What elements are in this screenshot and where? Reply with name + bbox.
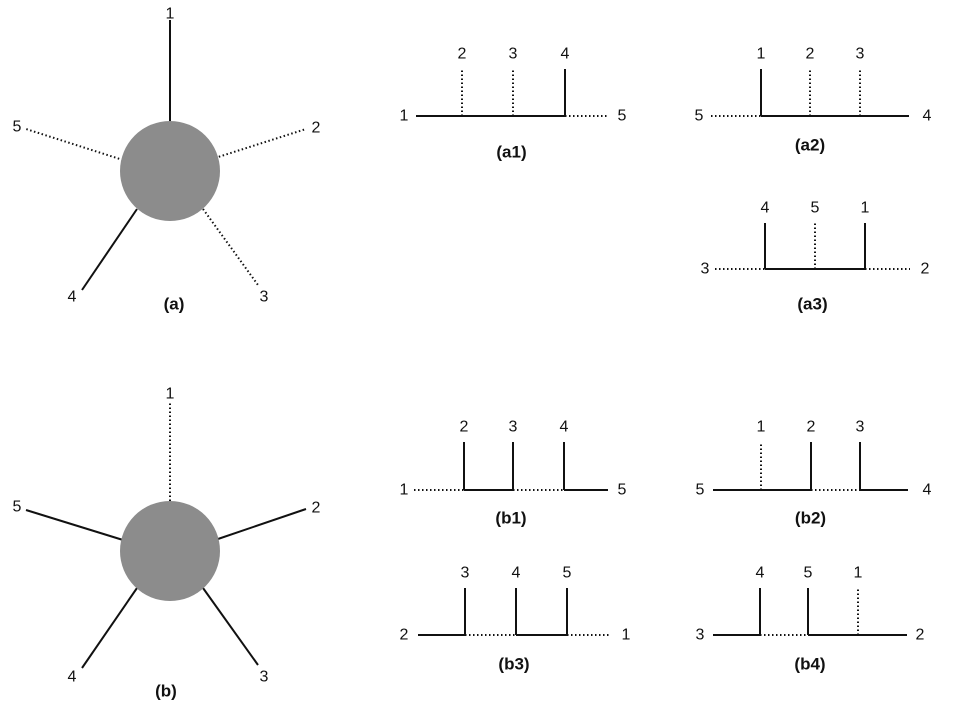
caption-b3: (b3) [498, 655, 529, 674]
caption-b1: (b1) [495, 509, 526, 528]
leg-label-2: 2 [460, 419, 469, 436]
tree-diagram-b1: 2 3 4 1 5 (b1) [400, 419, 627, 528]
external-leg-5 [25, 128, 124, 161]
leg-label-3: 3 [509, 46, 518, 63]
leg-label-1: 1 [861, 200, 870, 217]
leg-label-2: 2 [807, 419, 816, 436]
leg-label-4: 4 [761, 200, 770, 217]
leg-label-4: 4 [923, 108, 932, 125]
amplitude-blob [120, 121, 220, 221]
caption-a: (a) [164, 295, 185, 314]
blob-b-diagram: 1 2 3 4 5 (b) [13, 386, 321, 701]
tree-diagram-b3: 3 4 5 2 1 (b3) [400, 565, 631, 674]
leg-label-4: 4 [923, 482, 932, 499]
leg-label-3: 3 [856, 46, 865, 63]
leg-label-4: 4 [512, 565, 521, 582]
caption-b4: (b4) [794, 655, 825, 674]
leg-label-5: 5 [13, 119, 22, 136]
leg-label-3: 3 [461, 565, 470, 582]
leg-label-2: 2 [458, 46, 467, 63]
leg-label-1: 1 [622, 627, 631, 644]
leg-label-3: 3 [260, 669, 269, 686]
external-leg-3 [202, 208, 259, 286]
leg-label-4: 4 [68, 289, 77, 306]
leg-label-5: 5 [618, 482, 627, 499]
tree-diagram-a2: 1 2 3 5 4 (a2) [695, 46, 932, 155]
leg-label-1: 1 [166, 386, 175, 403]
external-leg-3 [202, 587, 259, 666]
leg-label-1: 1 [854, 565, 863, 582]
caption-a1: (a1) [496, 143, 526, 162]
caption-a2: (a2) [795, 136, 825, 155]
leg-label-1: 1 [757, 46, 766, 63]
external-leg-4 [81, 587, 138, 669]
leg-label-5: 5 [811, 200, 820, 217]
caption-a3: (a3) [797, 295, 827, 314]
leg-label-1: 1 [166, 6, 175, 23]
leg-label-2: 2 [312, 120, 321, 137]
leg-label-2: 2 [312, 500, 321, 517]
leg-label-2: 2 [806, 46, 815, 63]
leg-label-4: 4 [68, 669, 77, 686]
tree-diagram-a1: 2 3 4 1 5 (a1) [400, 46, 627, 162]
leg-label-5: 5 [804, 565, 813, 582]
leg-label-2: 2 [916, 627, 925, 644]
leg-label-5: 5 [618, 108, 627, 125]
leg-label-3: 3 [260, 289, 269, 306]
external-leg-2 [214, 128, 307, 159]
caption-b2: (b2) [795, 509, 826, 528]
leg-label-3: 3 [509, 419, 518, 436]
leg-label-2: 2 [921, 261, 930, 278]
leg-label-3: 3 [701, 261, 710, 278]
leg-label-1: 1 [400, 482, 409, 499]
leg-label-5: 5 [696, 482, 705, 499]
leg-label-5: 5 [13, 499, 22, 516]
external-leg-5 [25, 509, 124, 541]
leg-label-4: 4 [756, 565, 765, 582]
tree-diagram-b2: 1 2 3 5 4 (b2) [696, 419, 932, 528]
caption-b: (b) [155, 682, 177, 701]
leg-label-5: 5 [563, 565, 572, 582]
leg-label-1: 1 [400, 108, 409, 125]
leg-label-4: 4 [561, 46, 570, 63]
leg-label-2: 2 [400, 627, 409, 644]
leg-label-4: 4 [560, 419, 569, 436]
leg-label-3: 3 [696, 627, 705, 644]
leg-label-3: 3 [856, 419, 865, 436]
blob-a-diagram: 1 2 3 4 5 (a) [13, 6, 321, 314]
external-leg-2 [214, 508, 307, 541]
external-leg-4 [81, 208, 138, 291]
leg-label-1: 1 [757, 419, 766, 436]
leg-label-5: 5 [695, 108, 704, 125]
amplitude-blob [120, 501, 220, 601]
tree-diagram-b4: 4 5 1 3 2 (b4) [696, 565, 925, 674]
tree-diagram-a3: 4 5 1 3 2 (a3) [701, 200, 930, 314]
